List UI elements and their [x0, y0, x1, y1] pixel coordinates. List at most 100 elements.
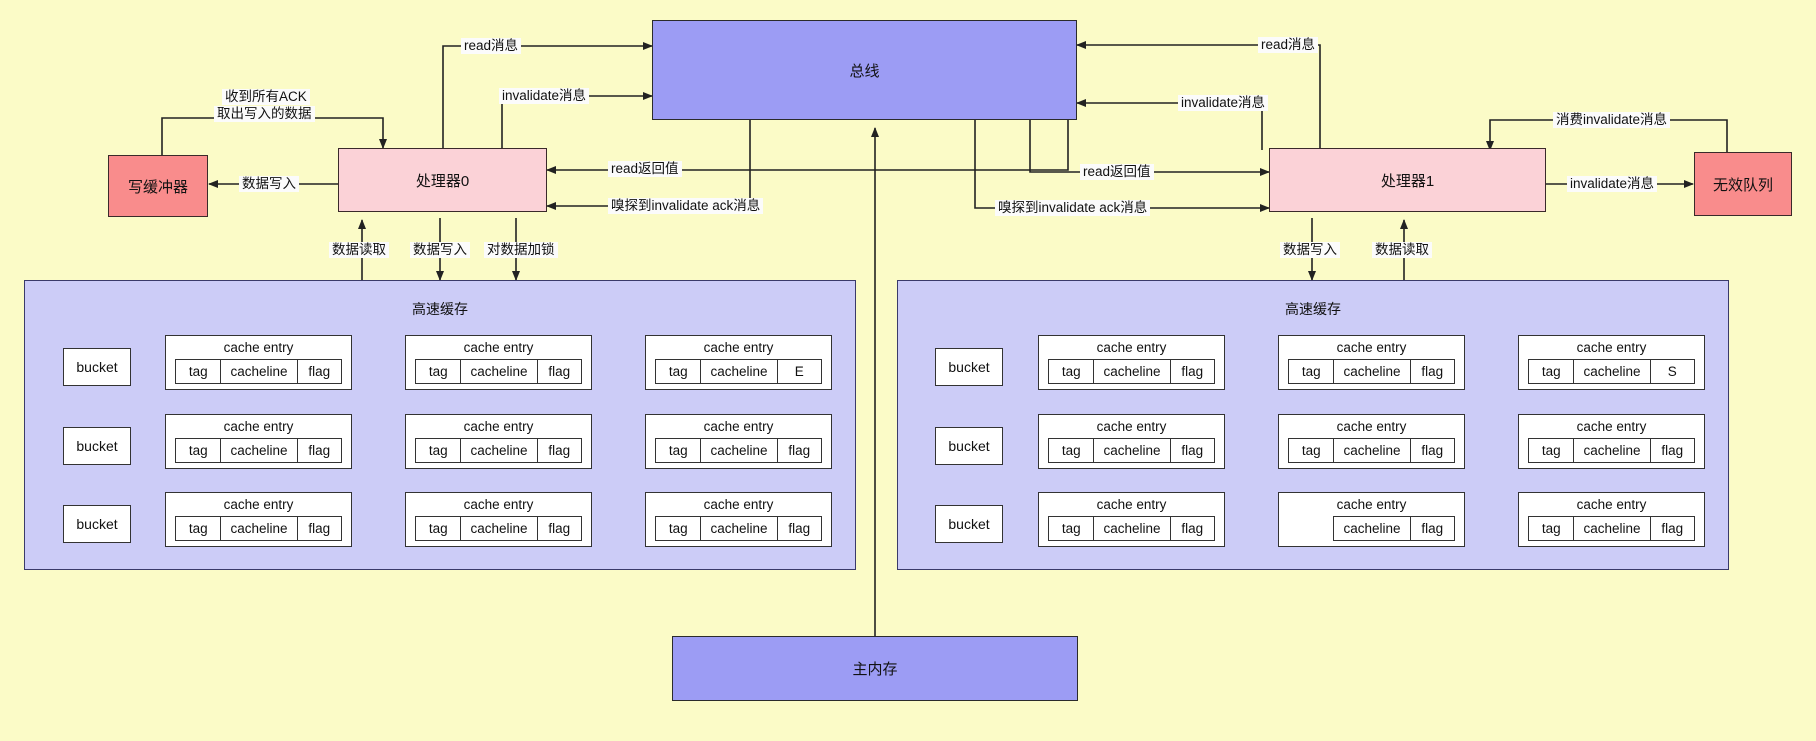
- node-main-memory-label: 主内存: [852, 661, 898, 678]
- label-p0-invalidate-msg: invalidate消息: [499, 88, 590, 104]
- entry-cacheline: cacheline: [220, 359, 298, 384]
- entry-title: cache entry: [1096, 340, 1167, 355]
- entry-tag: tag: [1288, 438, 1335, 463]
- entry-cacheline: cacheline: [1573, 438, 1651, 463]
- entry-title: cache entry: [463, 340, 534, 355]
- entry-tag: tag: [655, 438, 702, 463]
- label-p1-data-write: 数据写入: [1280, 242, 1340, 258]
- cache-right-bucket-1[interactable]: bucket: [935, 348, 1003, 386]
- label-p0-data-read: 数据读取: [329, 242, 389, 258]
- entry-flag: flag: [1169, 516, 1215, 541]
- node-main-memory[interactable]: 主内存: [672, 636, 1078, 701]
- entry-tag: tag: [175, 438, 222, 463]
- edge-p0-invalidate-msg: [501, 92, 653, 150]
- entry-title: cache entry: [1336, 419, 1407, 434]
- entry-title: cache entry: [463, 497, 534, 512]
- entry-title: cache entry: [703, 340, 774, 355]
- entry-tag: tag: [1048, 359, 1095, 384]
- entry-cacheline: cacheline: [700, 359, 778, 384]
- entry-cacheline: cacheline: [1093, 438, 1171, 463]
- entry-flag: E: [776, 359, 822, 384]
- entry-cacheline: cacheline: [1333, 516, 1411, 541]
- cache-left-bucket-2[interactable]: bucket: [63, 427, 131, 465]
- node-write-buffer[interactable]: 写缓冲器: [108, 155, 208, 217]
- entry-flag: flag: [296, 438, 342, 463]
- bucket-label: bucket: [948, 359, 990, 375]
- cache-left-title: 高速缓存: [412, 301, 468, 317]
- node-processor0[interactable]: 处理器0: [338, 148, 547, 212]
- entry-tag: tag: [1528, 359, 1575, 384]
- bucket-label: bucket: [76, 516, 118, 532]
- entry-cacheline: cacheline: [1093, 359, 1171, 384]
- label-p0-data-lock: 对数据加锁: [484, 242, 558, 258]
- entry-title: cache entry: [703, 497, 774, 512]
- entry-tag: tag: [415, 359, 462, 384]
- label-p0-sniff-ack: 嗅探到invalidate ack消息: [608, 198, 764, 214]
- label-p0-read-return: read返回值: [608, 161, 682, 177]
- entry-tag: tag: [175, 359, 222, 384]
- entry-title: cache entry: [463, 419, 534, 434]
- node-bus[interactable]: 总线: [652, 20, 1077, 120]
- label-wb-ack-line1: 收到所有ACK: [222, 89, 310, 105]
- label-iq-consume: 消费invalidate消息: [1553, 112, 1671, 128]
- entry-title: cache entry: [703, 419, 774, 434]
- node-processor1[interactable]: 处理器1: [1269, 148, 1546, 212]
- entry-cacheline: cacheline: [220, 438, 298, 463]
- entry-tag: tag: [1048, 438, 1095, 463]
- entry-flag: flag: [1649, 516, 1695, 541]
- label-wb-data-write: 数据写入: [239, 176, 299, 192]
- node-invalid-queue-label: 无效队列: [1712, 176, 1773, 194]
- node-write-buffer-label: 写缓冲器: [127, 178, 188, 196]
- entry-flag: flag: [536, 359, 582, 384]
- entry-cacheline: cacheline: [700, 516, 778, 541]
- entry-flag: flag: [1409, 438, 1455, 463]
- node-invalid-queue[interactable]: 无效队列: [1694, 152, 1792, 216]
- cache-left-bucket-3[interactable]: bucket: [63, 505, 131, 543]
- bucket-label: bucket: [76, 438, 118, 454]
- cache-right-bucket-2[interactable]: bucket: [935, 427, 1003, 465]
- entry-title: cache entry: [1096, 419, 1167, 434]
- bucket-label: bucket: [948, 438, 990, 454]
- entry-tag: tag: [655, 516, 702, 541]
- label-p0-read-msg: read消息: [461, 38, 522, 54]
- entry-tag: tag: [175, 516, 222, 541]
- entry-tag: tag: [415, 438, 462, 463]
- entry-cacheline: cacheline: [1573, 359, 1651, 384]
- entry-flag: flag: [1409, 516, 1455, 541]
- label-wb-ack-line2: 取出写入的数据: [214, 106, 315, 122]
- entry-flag: flag: [296, 516, 342, 541]
- cache-right-bucket-3[interactable]: bucket: [935, 505, 1003, 543]
- entry-title: cache entry: [223, 419, 294, 434]
- entry-title: cache entry: [1336, 497, 1407, 512]
- node-processor1-label: 处理器1: [1380, 172, 1435, 190]
- cache-left-bucket-1[interactable]: bucket: [63, 348, 131, 386]
- entry-flag: flag: [1409, 359, 1455, 384]
- label-iq-invalidate: invalidate消息: [1567, 176, 1658, 192]
- entry-cacheline: cacheline: [460, 438, 538, 463]
- entry-title: cache entry: [223, 340, 294, 355]
- entry-cacheline: cacheline: [220, 516, 298, 541]
- entry-flag: flag: [1169, 438, 1215, 463]
- cache-right-title: 高速缓存: [1285, 301, 1341, 317]
- label-p1-sniff-ack: 嗅探到invalidate ack消息: [995, 200, 1151, 216]
- entry-title: cache entry: [1576, 340, 1647, 355]
